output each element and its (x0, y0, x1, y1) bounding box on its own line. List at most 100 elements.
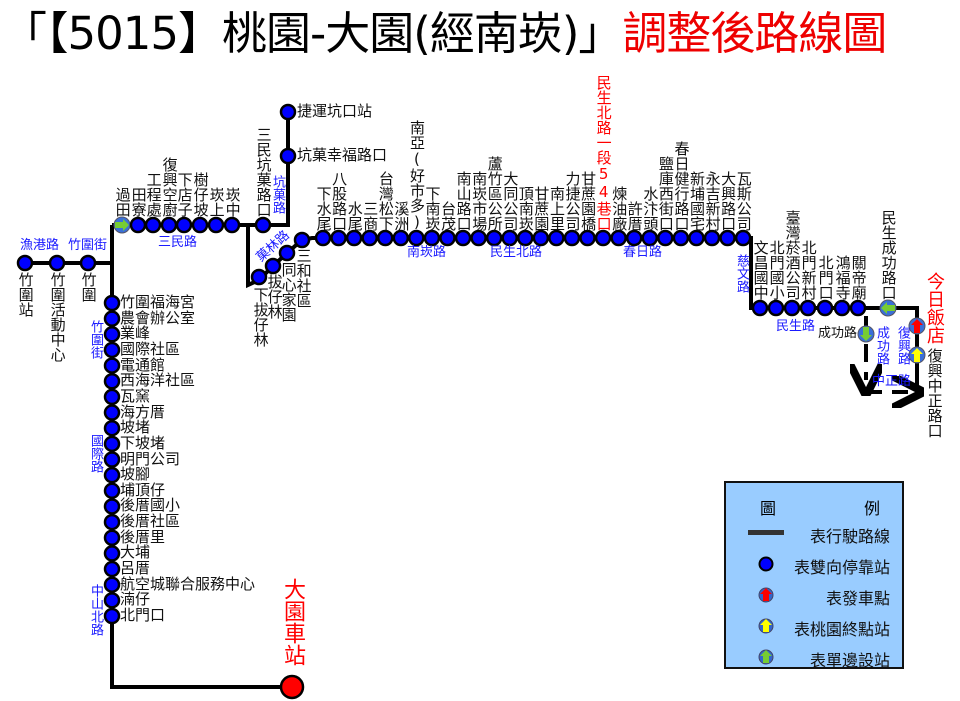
regular-stop-marker (48, 254, 66, 272)
regular-stop-marker (439, 229, 456, 247)
stop-label: 南崁市場 (470, 171, 489, 231)
stop-label: 崁上 (207, 187, 226, 217)
single-down-stop-marker (857, 325, 875, 343)
stop-label: 鴻福寺 (833, 255, 852, 300)
stop-label: 煉油廠 (610, 186, 629, 231)
regular-stop-marker (103, 373, 121, 390)
terminal-stop-marker (908, 346, 926, 364)
regular-stop-marker (641, 229, 659, 247)
dayuan-stop-marker (279, 674, 305, 700)
regular-stop-marker (279, 147, 297, 165)
regular-stop-marker (703, 229, 721, 247)
stop-label: 過田 (113, 187, 132, 217)
stop-label: 成功路 (818, 326, 858, 341)
regular-stop-marker (160, 216, 178, 234)
stop-label: 三商 (361, 201, 380, 231)
legend-title-left: 圖 (760, 499, 777, 518)
street-sanmin: 三民路 (158, 235, 198, 250)
legend-terminal-icon (758, 618, 774, 634)
stop-label: 北門國小 (767, 240, 786, 300)
stop-label: 後厝國小 (120, 496, 181, 515)
legend: 圖 例 表行駛路線 表雙向停靠站 表發車點 表桃園終點站 表單邊設站 (724, 481, 904, 670)
regular-stop-marker (548, 229, 565, 247)
street-minsheng: 民生路 (776, 319, 816, 334)
stop-label: 竹圍 (79, 272, 98, 302)
street-zhongshan-n: 中山北路 (88, 584, 103, 636)
regular-stop-marker (223, 216, 241, 234)
stop-label: 頂南崁 (516, 186, 535, 231)
street-zhongzheng: 中正路 (872, 374, 912, 389)
regular-stop-marker (314, 229, 332, 247)
stop-label: 竹圍福海宮 (120, 293, 196, 311)
stop-label: 力捷公司 (563, 171, 582, 231)
regular-stop-marker (250, 268, 268, 286)
stop-label: 大同公司 (501, 171, 520, 231)
stop-label: 水尾 (345, 201, 364, 231)
stop-label: 大園車站 (280, 578, 305, 666)
stop-label: 下拔仔林 (251, 287, 270, 347)
regular-stop-marker (279, 103, 297, 121)
stop-label: 坡腳 (120, 465, 151, 484)
regular-stop-marker (103, 341, 121, 359)
stop-label: 鹽庫西街口 (656, 156, 675, 231)
stop-label: 湳仔 (120, 590, 151, 609)
street-minsheng-n: 民生北路 (490, 245, 543, 260)
stop-label: 三和社區 (294, 248, 313, 308)
regular-stop-marker (103, 513, 121, 531)
regular-stop-marker (207, 216, 225, 234)
regular-stop-marker (103, 529, 121, 546)
regular-stop-marker (191, 216, 209, 234)
stop-label: 工程處 (144, 172, 163, 217)
regular-stop-marker (103, 310, 121, 327)
regular-stop-marker (254, 216, 272, 234)
stop-label: 溪洲 (392, 201, 411, 231)
regular-stop-marker (532, 229, 550, 247)
regular-stop-marker (330, 229, 347, 247)
regular-stop-marker (625, 229, 643, 247)
stop-label: 甘蔗園 (532, 186, 551, 231)
regular-stop-marker (278, 244, 296, 262)
stop-label: 南山路口 (454, 171, 473, 231)
regular-stop-marker (594, 229, 612, 247)
stop-label: 北門新村 (799, 240, 818, 300)
regular-stop-marker (517, 229, 534, 247)
regular-stop-marker (103, 576, 121, 593)
street-chenggong: 成功路 (874, 326, 889, 365)
street-ciwen: 慈文路 (734, 254, 749, 293)
regular-stop-marker (103, 482, 121, 500)
regular-stop-marker (657, 229, 674, 247)
stop-label: 田寮 (129, 187, 148, 217)
legend-icons (758, 556, 774, 665)
legend-single-side-icon (758, 649, 774, 665)
single-left-stop-marker (879, 299, 897, 317)
stop-label: 關帝廟 (849, 255, 868, 300)
stop-label: 業峰 (120, 324, 151, 343)
stop-label: 春日健行路口 (672, 141, 691, 231)
stop-label: 南亞(好市多) (407, 120, 426, 231)
regular-stop-marker (103, 435, 121, 453)
stop-label: 捷運坑口站 (297, 102, 373, 120)
stop-label: 民生成功路口 (879, 210, 898, 300)
stop-label: 南上里 (547, 186, 566, 231)
regular-stop-marker (103, 388, 121, 406)
regular-stop-marker (454, 229, 472, 247)
stop-label: 瓦窯 (120, 386, 151, 405)
regular-stop-marker (470, 229, 487, 247)
legend-departure: 表發車點 (825, 589, 890, 608)
stop-label: 今日飯店 (924, 272, 945, 344)
stop-label: 崁中 (223, 187, 242, 217)
title-adjusted: 調整後路線圖 (622, 7, 887, 60)
stop-label: 三民坑菓路口 (254, 127, 273, 217)
legend-departure-icon (758, 587, 774, 603)
regular-stop-marker (103, 545, 121, 562)
legend-stop-icon (758, 556, 774, 572)
regular-stop-marker (376, 229, 394, 247)
regular-stop-marker (563, 229, 581, 247)
single-right-stop-marker (113, 216, 131, 234)
regular-stop-marker (103, 607, 121, 625)
legend-line-sample (748, 530, 784, 535)
regular-stop-marker (610, 229, 627, 247)
stop-label: 航空城聯合服務中心 (120, 574, 256, 593)
stop-label: 海方厝 (120, 402, 166, 421)
